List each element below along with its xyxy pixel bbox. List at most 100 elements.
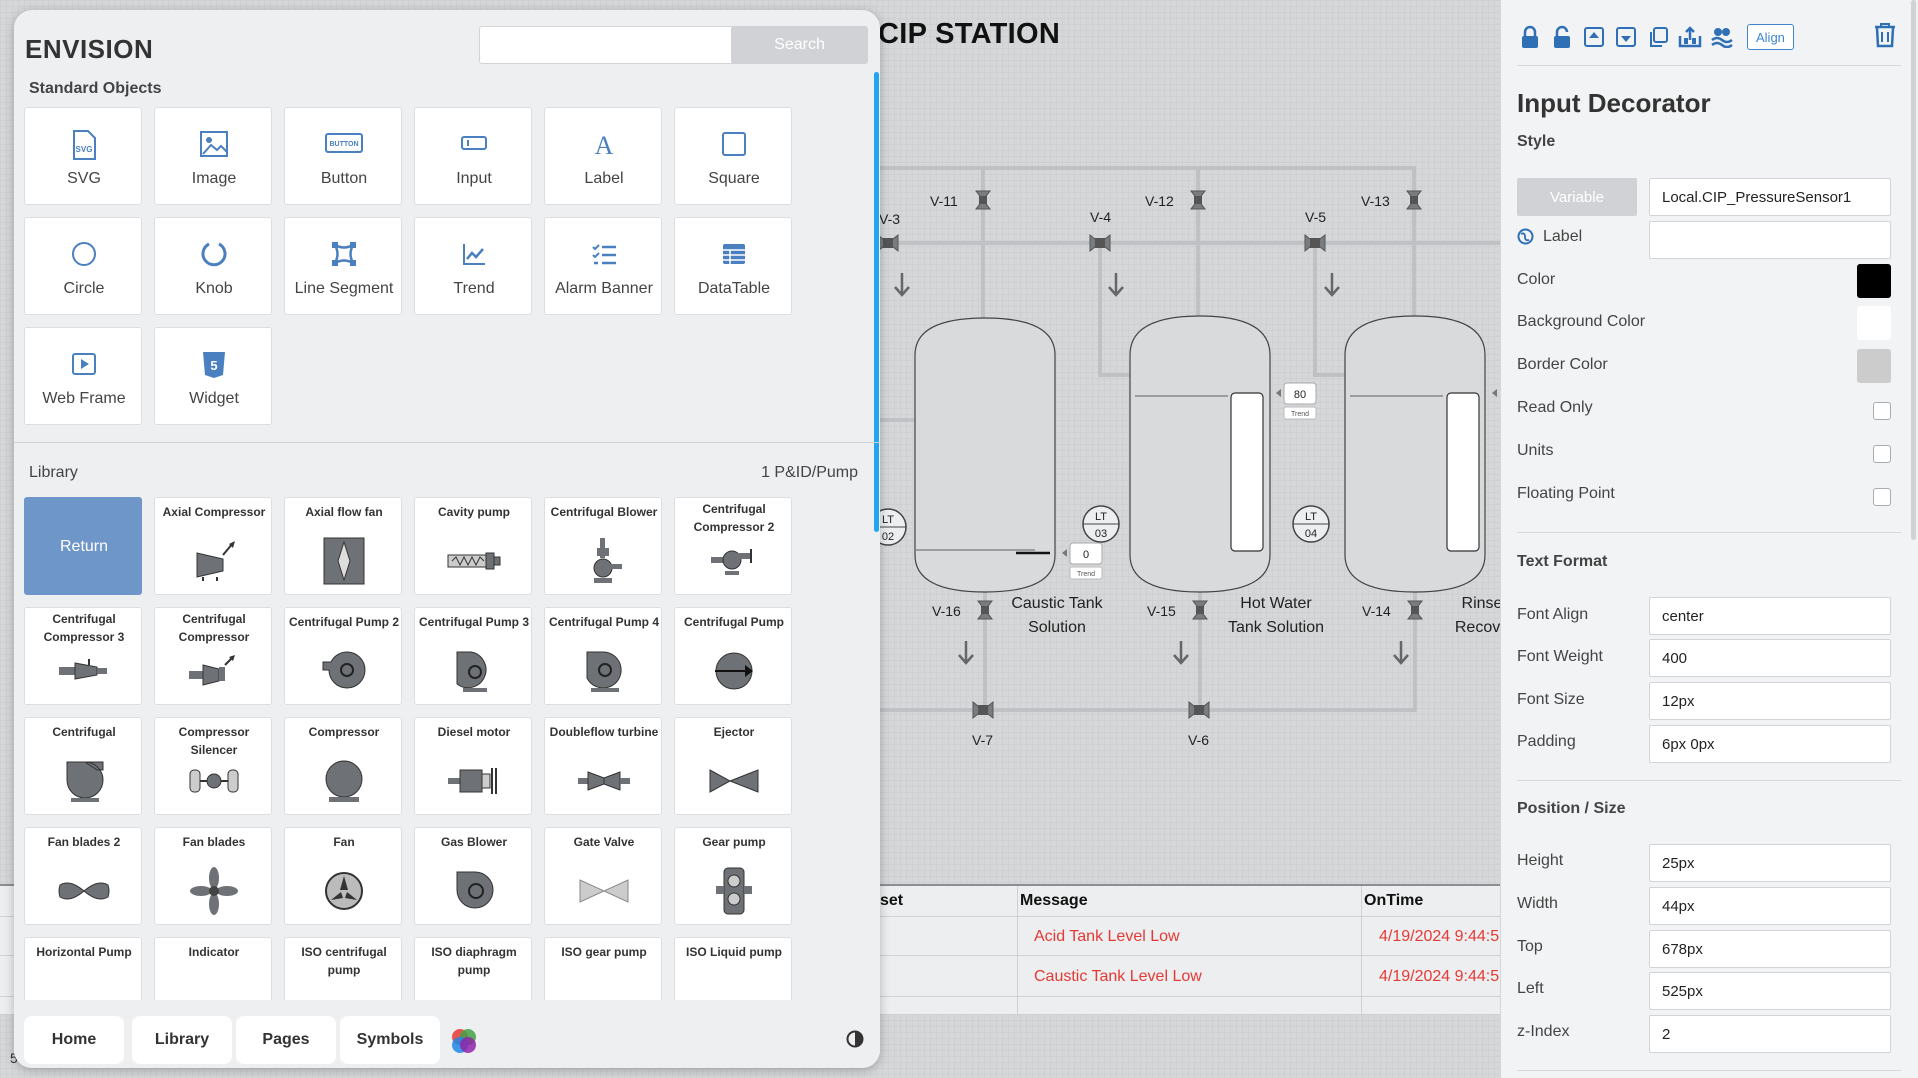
height-input[interactable] [1649,844,1891,882]
return-button[interactable]: Return [24,497,142,595]
layers-icon[interactable] [1709,25,1734,50]
object-alarm-banner[interactable]: Alarm Banner [544,217,662,315]
nav-home[interactable]: Home [24,1016,124,1064]
library-item[interactable]: Centrifugal [24,717,142,815]
bring-forward-icon[interactable] [1581,25,1606,50]
property-panel: Align Input Decorator Style Variable Lab… [1500,0,1918,1078]
left-input[interactable] [1649,972,1891,1010]
duplicate-icon[interactable] [1645,25,1670,50]
library-item[interactable]: Axial flow fan [284,497,402,595]
property-scrollbar[interactable] [1911,0,1916,540]
variable-button[interactable]: Variable [1517,178,1637,216]
alarm-list-icon [545,240,663,272]
object-knob[interactable]: Knob [154,217,272,315]
library-item[interactable]: Centrifugal Pump [674,607,792,705]
object-label[interactable]: A Label [544,107,662,205]
line-segment-icon [285,240,403,272]
library-item[interactable]: Axial Compressor [154,497,272,595]
alarm-col-header: OnTime [1364,892,1424,909]
library-item[interactable]: Doubleflow turbine [544,717,662,815]
object-web-frame[interactable]: Web Frame [24,327,142,425]
object-line-segment[interactable]: Line Segment [284,217,402,315]
object-image[interactable]: Image [154,107,272,205]
library-item[interactable]: Centrifugal Blower [544,497,662,595]
valve-label: V-7 [972,732,993,748]
svg-text:LT: LT [1095,511,1107,523]
gate-valve-icon [545,866,661,916]
nav-library[interactable]: Library [132,1016,232,1064]
library-item[interactable]: Gate Valve [544,827,662,925]
tank-rinse [1344,315,1486,593]
label-input[interactable] [1649,221,1891,259]
object-input[interactable]: Input [414,107,532,205]
lock-icon[interactable] [1517,25,1542,50]
object-circle[interactable]: Circle [24,217,142,315]
table-icon [675,240,793,272]
object-button[interactable]: BUTTON Button [284,107,402,205]
color-palette-icon[interactable] [450,1027,478,1055]
divider [1517,780,1901,781]
library-search-button[interactable]: Search [731,26,868,64]
library-item[interactable]: Centrifugal Compressor 2 [674,497,792,595]
level-indicator-04: LT 04 [1292,505,1330,543]
theme-toggle-icon[interactable] [846,1030,864,1048]
floating-point-checkbox[interactable] [1873,488,1891,506]
align-button[interactable]: Align [1747,24,1794,50]
divider [1517,65,1901,66]
tank-label: Recove [1455,619,1500,636]
nav-symbols[interactable]: Symbols [340,1016,440,1064]
top-input[interactable] [1649,930,1891,968]
globe-icon[interactable] [1517,228,1534,245]
units-label: Units [1517,442,1554,459]
object-trend[interactable]: Trend [414,217,532,315]
gas-blower-icon [415,866,531,916]
library-item[interactable]: Compressor [284,717,402,815]
library-item[interactable]: Compressor Silencer [154,717,272,815]
font-size-input[interactable] [1649,682,1891,720]
object-svg[interactable]: SVG SVG [24,107,142,205]
library-item[interactable]: Centrifugal Compressor [154,607,272,705]
unlock-icon[interactable] [1549,25,1574,50]
library-item[interactable]: Centrifugal Pump 4 [544,607,662,705]
library-search-input[interactable] [479,26,741,64]
alarm-message: Acid Tank Level Low [1034,928,1180,945]
object-widget[interactable]: 5 Widget [154,327,272,425]
z-index-input[interactable] [1649,1015,1891,1053]
background-color-swatch[interactable] [1857,306,1891,340]
html5-icon: 5 [155,350,273,382]
centrifugal-pump-4-icon [545,646,661,696]
nav-pages[interactable]: Pages [236,1016,336,1064]
object-square[interactable]: Square [674,107,792,205]
font-align-input[interactable] [1649,597,1891,635]
valve-label: V-4 [1090,209,1111,225]
width-input[interactable] [1649,887,1891,925]
variable-input[interactable] [1649,178,1891,216]
read-only-checkbox[interactable] [1873,402,1891,420]
object-datatable[interactable]: DataTable [674,217,792,315]
color-swatch[interactable] [1857,264,1891,298]
app-title: ENVISION [25,34,154,64]
library-item[interactable]: Cavity pump [414,497,532,595]
export-icon[interactable] [1677,25,1702,50]
send-backward-icon[interactable] [1613,25,1638,50]
library-item[interactable]: Gas Blower [414,827,532,925]
library-item[interactable]: Diesel motor [414,717,532,815]
delete-icon[interactable] [1874,22,1896,53]
pid-diagram: V-3 V-11 V-4 V-12 V-5 V-13 V-16 V-15 V-1… [869,166,1500,748]
font-size-label: Font Size [1517,691,1585,708]
library-item[interactable]: Ejector [674,717,792,815]
library-item[interactable]: Centrifugal Pump 3 [414,607,532,705]
centrifugal-blower-icon [545,536,661,586]
units-checkbox[interactable] [1873,445,1891,463]
border-color-swatch[interactable] [1857,349,1891,383]
library-item[interactable]: Gear pump [674,827,792,925]
library-item[interactable]: Centrifugal Compressor 3 [24,607,142,705]
diesel-motor-icon [415,756,531,806]
library-item[interactable]: Fan blades [154,827,272,925]
library-item[interactable]: Fan blades 2 [24,827,142,925]
font-weight-input[interactable] [1649,639,1891,677]
library-scrollbar[interactable] [874,72,879,532]
library-item[interactable]: Fan [284,827,402,925]
library-item[interactable]: Centrifugal Pump 2 [284,607,402,705]
padding-input[interactable] [1649,725,1891,763]
